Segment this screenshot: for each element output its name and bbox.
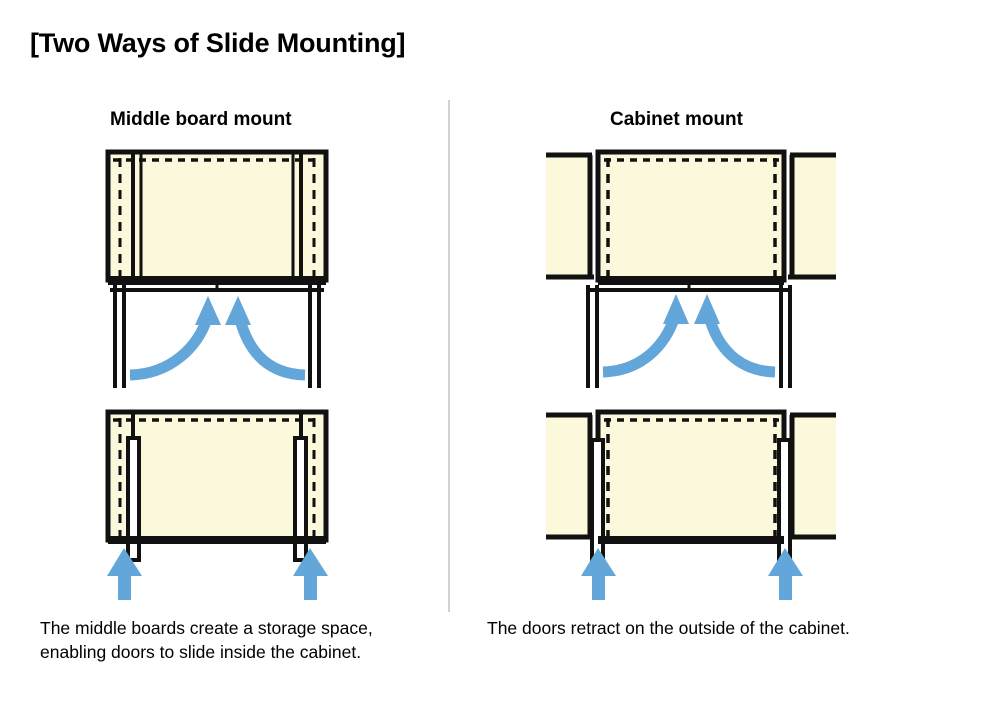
curved-arrow-left-head (195, 296, 221, 325)
curved-arrow-left-shaft-3 (602, 314, 681, 378)
diagram-cabinet-mount-closed (546, 409, 836, 600)
page-title: [Two Ways of Slide Mounting] (30, 28, 406, 58)
cabinet-bottom-shelf-4 (598, 536, 784, 544)
cabinet-bottom-shelf-3 (598, 276, 784, 285)
cabinet-body-fill-3 (598, 152, 784, 280)
diagram-middle-board-mount-closed (105, 409, 329, 600)
left-sliding-door-leaf (126, 436, 141, 562)
straight-arrow-right (293, 548, 328, 600)
curved-arrow-right-head-3 (694, 294, 720, 324)
diagram-middle-board-mount-open (105, 149, 329, 388)
left-outer-panel-fill (546, 155, 592, 277)
straight-arrow-right-4 (768, 548, 803, 600)
right-sliding-door-leaf (293, 436, 308, 562)
column-heading-cabinet-mount: Cabinet mount (610, 109, 743, 130)
cabinet-body-fill-2 (108, 412, 326, 540)
caption-cabinet-mount: The doors retract on the outside of the … (487, 618, 850, 638)
curved-arrow-left-shaft (129, 314, 214, 381)
cabinet-bottom-shelf (108, 276, 326, 285)
curved-arrow-right-head (225, 296, 251, 325)
cabinet-bottom-shelf-2 (108, 536, 326, 544)
curved-arrow-right-shaft (233, 314, 306, 381)
curved-arrow-left-head-3 (663, 294, 689, 324)
column-heading-middle-board-mount: Middle board mount (110, 109, 292, 130)
caption-middle-board-mount: The middle boards create a storage space… (40, 618, 373, 662)
right-outer-panel-fill (790, 155, 836, 277)
diagram-cabinet-mount-open (546, 149, 836, 388)
cabinet-body-fill (108, 152, 326, 280)
straight-arrow-left (107, 548, 142, 600)
cabinet-body-fill-4 (598, 412, 784, 540)
column-divider (448, 100, 450, 612)
curved-arrow-right-shaft-3 (703, 314, 776, 378)
right-outer-panel-fill-4 (790, 415, 836, 537)
left-outer-panel-fill-4 (546, 415, 592, 537)
straight-arrow-left-4 (581, 548, 616, 600)
